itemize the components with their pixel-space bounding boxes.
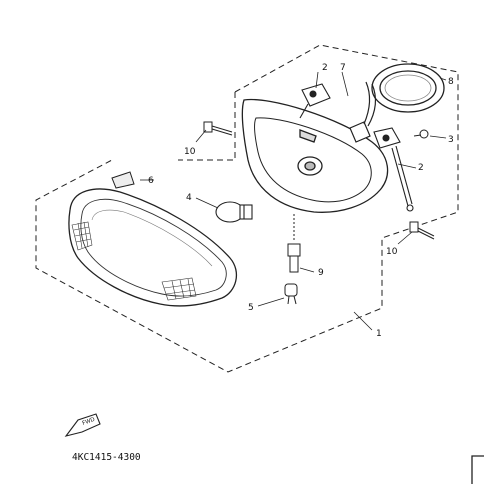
- callout-3: 3: [448, 135, 454, 145]
- adjusting-screw-lower: [373, 127, 414, 212]
- callout-10-lower: 10: [386, 247, 398, 257]
- bolt-lower: [409, 221, 435, 240]
- rubber-cover-ring: [371, 63, 445, 113]
- part-code: 4KC1415-4300: [72, 452, 141, 463]
- callout-4: 4: [186, 193, 192, 203]
- callout-10-upper: 10: [184, 147, 196, 157]
- bulb-socket-cord: [349, 81, 377, 143]
- callout-9: 9: [318, 268, 324, 278]
- callout-8: 8: [448, 77, 454, 87]
- screw-3: [413, 129, 429, 139]
- corner-bracket: [471, 455, 484, 484]
- callout-6: 6: [148, 176, 154, 186]
- bolt-upper: [203, 121, 233, 136]
- fwd-label: FWD: [82, 417, 96, 427]
- assembly-boundary: [35, 44, 459, 373]
- fwd-arrow-icon: FWD: [64, 413, 101, 437]
- callout-5: 5: [248, 303, 254, 313]
- pad-6: [111, 171, 135, 189]
- headlight-lens: [68, 188, 238, 307]
- callout-2-lower: 2: [418, 163, 424, 173]
- socket-9: [287, 214, 301, 273]
- callout-7: 7: [340, 63, 346, 73]
- headlight-bulb: [215, 201, 253, 223]
- callout-1: 1: [376, 329, 382, 339]
- headlight-housing: [241, 98, 389, 213]
- callout-2-upper: 2: [322, 63, 328, 73]
- bulb-5: [284, 283, 298, 305]
- leader-lines: [140, 71, 447, 331]
- adjusting-screw-upper: [299, 83, 331, 119]
